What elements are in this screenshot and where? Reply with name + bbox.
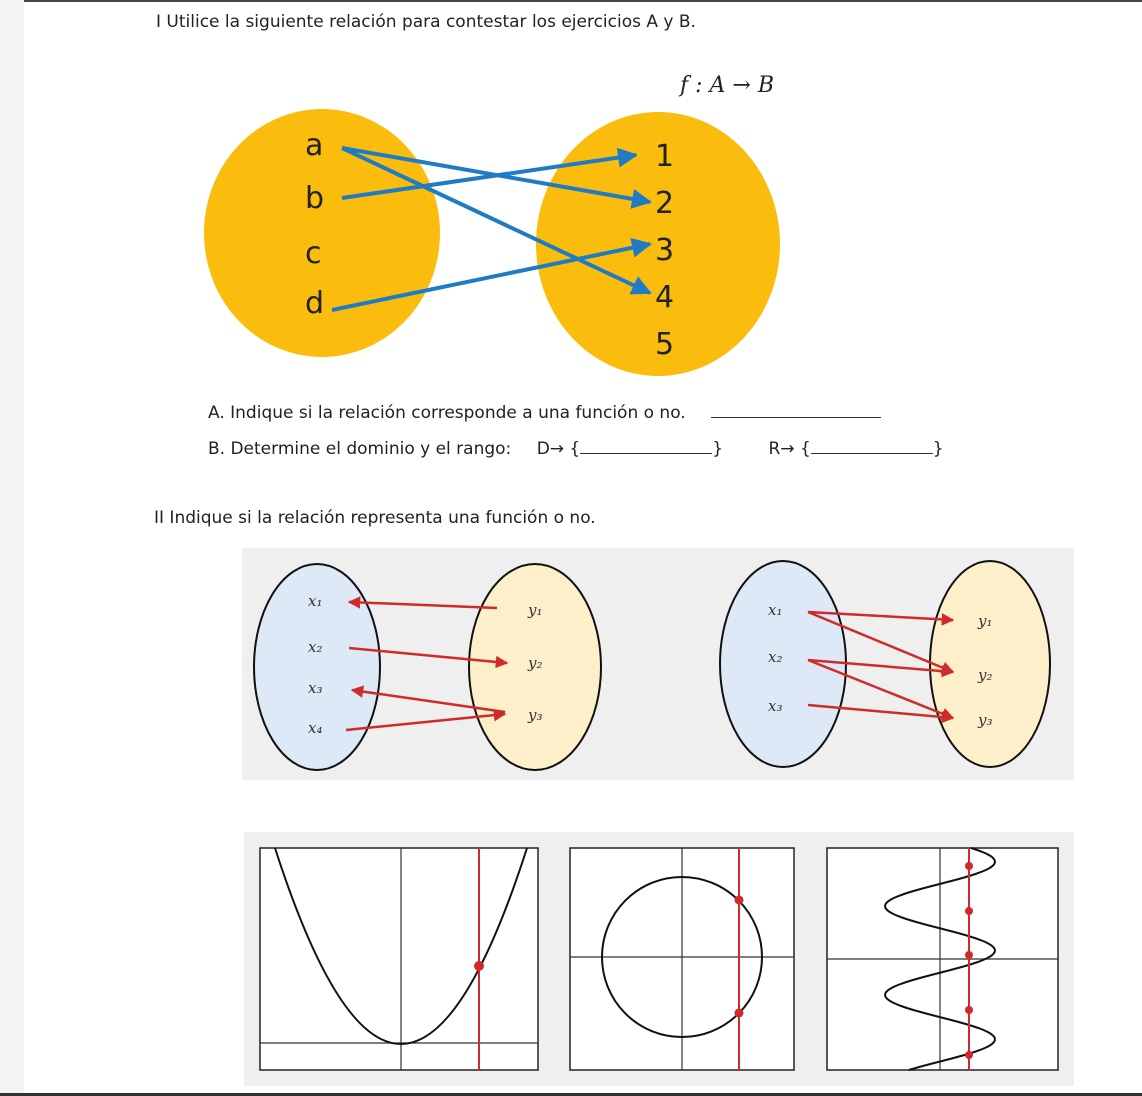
diagram1-arrow: [345, 708, 507, 732]
function-label: f : A → B: [678, 73, 774, 98]
diagram1-arrows: [345, 596, 509, 732]
domain-close: }: [712, 439, 724, 459]
graph-sinusoid: [826, 847, 1059, 1071]
question-a-text: A. Indique si la relación corresponde a …: [208, 403, 686, 423]
bottom-rule: [0, 1093, 1142, 1096]
arrow-d-to-3: [331, 237, 652, 312]
diagram1-labels: x₁ x₂ x₃ x₄ y₁ y₂ y₃: [308, 592, 543, 737]
diagram2-arrows: [807, 610, 955, 724]
set-a-element: d: [305, 286, 324, 321]
diagram1-domain-set: [253, 563, 381, 771]
top-rule: [24, 0, 1142, 2]
set-b-element: 3: [655, 233, 674, 268]
arrow-b-to-1: [341, 147, 638, 200]
section2-heading: II Indique si la relación representa una…: [154, 508, 596, 528]
diagram2-codomain-set: [929, 560, 1051, 768]
range-label: R→ {: [768, 439, 811, 459]
question-a: A. Indique si la relación corresponde a …: [208, 403, 882, 423]
diagram2-arrow: [807, 658, 955, 720]
diagram2-domain-element: x₃: [768, 697, 782, 715]
page-margin: [0, 0, 24, 1096]
set-b-element: 5: [655, 327, 674, 362]
set-a-element: b: [305, 181, 324, 216]
diagram1-codomain-element: y₁: [527, 601, 543, 619]
question-b: B. Determine el dominio y el rango: D→ {…: [208, 439, 944, 459]
set-a: [204, 109, 440, 357]
diagram1-arrow: [347, 596, 498, 610]
set-a-element: a: [305, 128, 323, 163]
graph-circle: [569, 847, 795, 1071]
graph-parabola: [259, 847, 539, 1071]
diagram2-arrow: [807, 610, 955, 674]
blue-mapping-arrows: [331, 146, 652, 312]
diagram2-arrow: [807, 658, 955, 678]
diagram2-domain-set: [719, 560, 847, 768]
set-a-labels: a b c d: [305, 128, 324, 321]
diagram1-domain-element: x₄: [308, 719, 322, 737]
question-b-text: B. Determine el dominio y el rango:: [208, 439, 512, 459]
diagram1-domain-element: x₁: [308, 592, 322, 610]
range-blank[interactable]: [810, 439, 933, 454]
diagram2-arrow: [807, 703, 955, 724]
diagram2-labels: x₁ x₂ x₃ y₁ y₂ y₃: [768, 601, 993, 729]
diagram1-arrow: [348, 646, 509, 669]
diagram2-codomain-element: y₂: [977, 666, 993, 684]
set-a-element: c: [305, 236, 322, 271]
diagram1-codomain-element: y₃: [527, 706, 543, 724]
diagram1-codomain-element: y₂: [527, 654, 543, 672]
set-b: [536, 112, 780, 376]
set-b-element: 2: [655, 186, 674, 221]
diagram2-codomain-element: y₁: [977, 612, 993, 630]
domain-blank[interactable]: [580, 439, 713, 454]
diagram2-domain-element: x₂: [768, 648, 782, 666]
range-close: }: [932, 439, 944, 459]
diagram1-arrow: [350, 685, 506, 714]
diagram2-codomain-element: y₃: [977, 711, 993, 729]
set-b-element: 4: [655, 280, 674, 315]
diagram2-domain-element: x₁: [768, 601, 782, 619]
diagram2-arrow: [807, 610, 955, 626]
set-b-element: 1: [655, 139, 674, 174]
diagram1-domain-element: x₂: [308, 638, 322, 656]
domain-label: D→ {: [536, 439, 581, 459]
section1-heading: I Utilice la siguiente relación para con…: [156, 12, 696, 32]
answer-blank-a[interactable]: [711, 403, 882, 418]
diagram1-domain-element: x₃: [308, 679, 322, 697]
arrow-a-to-4: [341, 146, 652, 295]
set-b-labels: 1 2 3 4 5: [655, 139, 674, 362]
